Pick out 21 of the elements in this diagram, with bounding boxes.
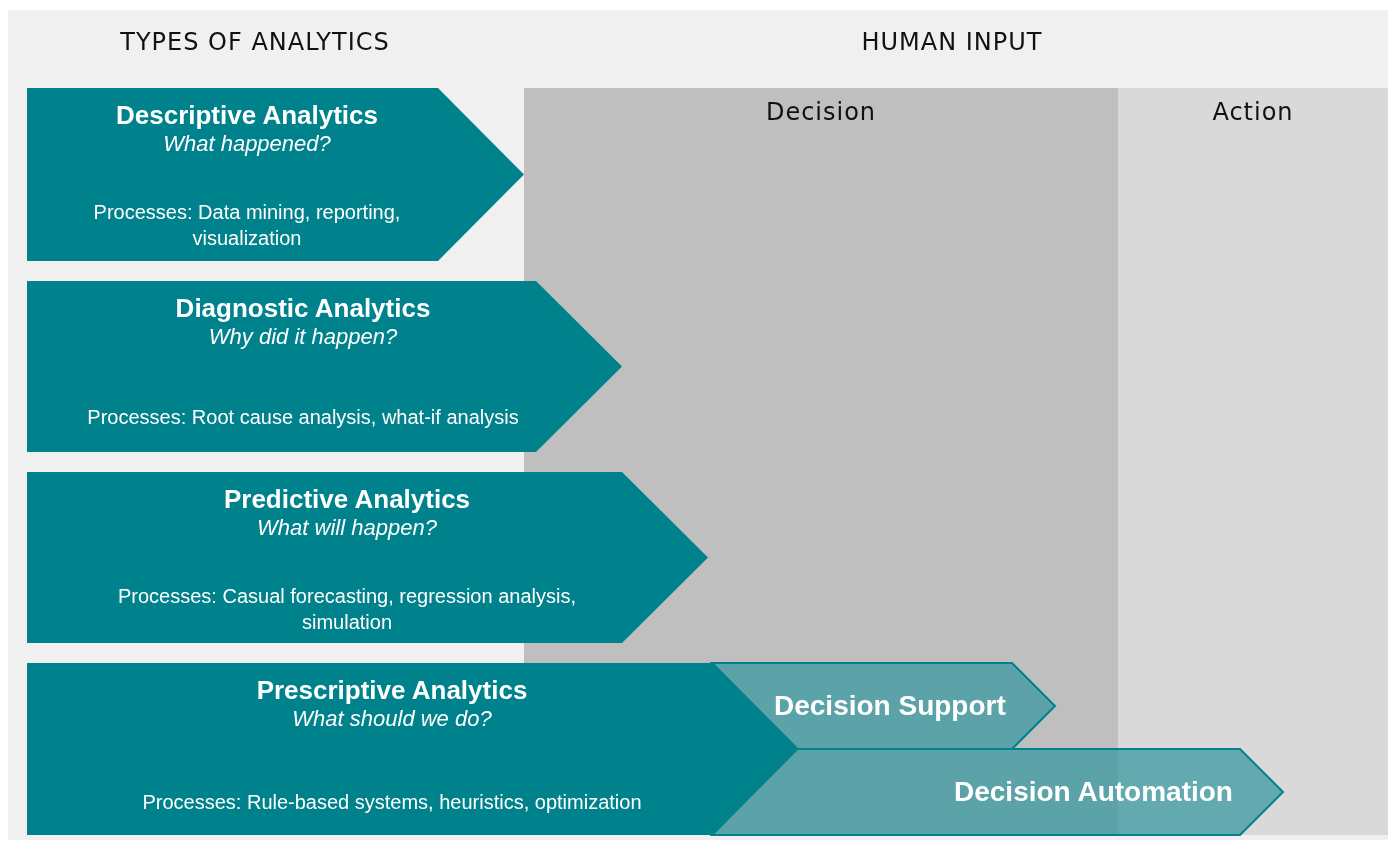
column-header: HUMAN INPUT [861, 28, 1043, 56]
heading: Diagnostic Analytics [175, 293, 431, 323]
question: Why did it happen? [208, 323, 398, 351]
process-list: Processes: Data mining, reporting, visualization [57, 199, 437, 251]
process-list: Processes: Casual forecasting, regression analysis, simulation [77, 583, 617, 635]
question: What should we do? [292, 705, 492, 733]
arrow-label: Decision Support [774, 690, 1006, 722]
pentagon-banner [27, 281, 622, 452]
arrow-label: Decision Automation [954, 776, 1233, 808]
heading: Predictive Analytics [223, 484, 471, 514]
column-heading: Action [1211, 98, 1295, 126]
question: What will happen? [257, 514, 437, 542]
question: What happened? [163, 130, 331, 158]
column-header: TYPES OF ANALYTICS [120, 28, 390, 56]
pentagon-banner [27, 472, 708, 643]
pentagon-banner [27, 88, 524, 261]
heading: Prescriptive Analytics [256, 675, 528, 705]
column-heading: Decision [764, 98, 878, 126]
process-list: Processes: Rule-based systems, heuristics, optimization [142, 789, 642, 815]
heading: Descriptive Analytics [115, 100, 378, 130]
process-list: Processes: Root cause analysis, what-if analysis [87, 404, 519, 430]
